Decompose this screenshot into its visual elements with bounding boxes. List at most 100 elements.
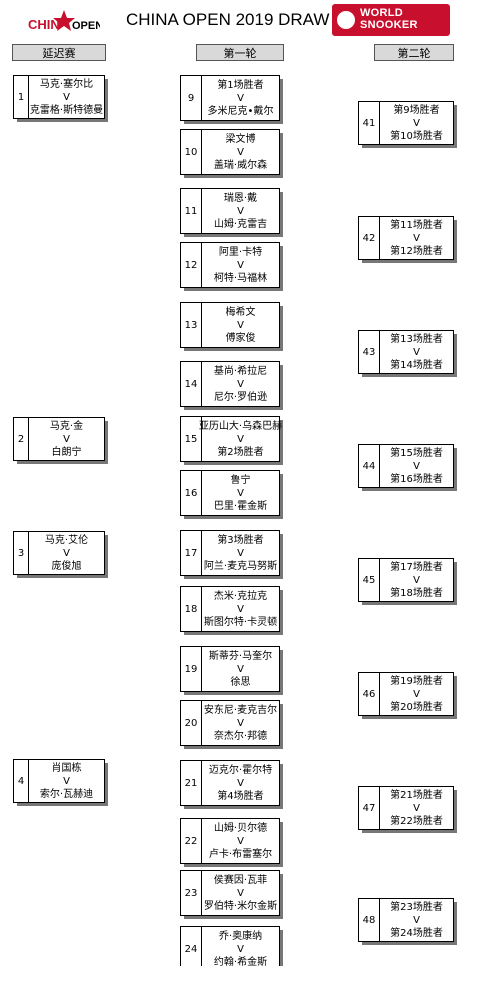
versus-label: V [237, 92, 244, 104]
match-number: 19 [181, 647, 202, 691]
versus-label: V [63, 91, 70, 103]
match-box-shadow [184, 192, 283, 237]
match-number: 21 [181, 761, 202, 805]
match-box-shadow [17, 79, 108, 122]
player-one: 基尚·希拉尼 [213, 365, 268, 377]
versus-label: V [63, 775, 70, 787]
match-box-shadow [362, 676, 457, 719]
match-number: 14 [181, 362, 202, 406]
player-two: 第4场胜者 [217, 790, 264, 802]
match-number: 12 [181, 243, 202, 287]
match-box-shadow [184, 822, 283, 867]
player-two: 傅家俊 [225, 332, 256, 344]
match-number: 3 [14, 532, 29, 574]
match-number: 46 [359, 673, 380, 715]
player-two: 庞俊旭 [51, 560, 82, 572]
player-one: 瑞恩·戴 [223, 192, 258, 204]
player-one: 第3场胜者 [217, 534, 264, 546]
china-open-logo-svg: CHIN OPEN [28, 10, 103, 32]
player-two: 第2场胜者 [217, 446, 264, 458]
column-header-round1: 第一轮 [196, 44, 284, 61]
match-number: 16 [181, 471, 202, 515]
player-one: 第19场胜者 [390, 675, 443, 687]
match-number: 13 [181, 303, 202, 347]
match-number: 48 [359, 899, 380, 941]
match-box-shadow [362, 105, 457, 148]
match-box-shadow [184, 534, 283, 579]
player-one: 第17场胜者 [390, 561, 443, 573]
match-number: 24 [181, 927, 202, 971]
player-one: 乔·奥康纳 [218, 930, 263, 942]
player-two: 约翰·希金斯 [213, 956, 268, 968]
player-one: 阿里·卡特 [218, 246, 263, 258]
versus-label: V [413, 232, 420, 244]
match-number: 10 [181, 130, 202, 174]
player-two: 盖瑞·威尔森 [213, 159, 268, 171]
match-box-shadow [184, 365, 283, 410]
match-number: 42 [359, 217, 380, 259]
versus-label: V [237, 887, 244, 899]
match-box-shadow [17, 421, 108, 464]
match-number: 20 [181, 701, 202, 745]
player-two: 多米尼克•戴尔 [207, 105, 274, 117]
versus-label: V [237, 943, 244, 955]
match-number: 1 [14, 76, 29, 118]
match-box-shadow [184, 133, 283, 178]
match-number: 22 [181, 819, 202, 863]
versus-label: V [237, 146, 244, 158]
versus-label: V [237, 205, 244, 217]
match-box-shadow [362, 562, 457, 605]
player-two: 巴里·霍金斯 [213, 500, 268, 512]
versus-label: V [237, 547, 244, 559]
match-box-shadow [184, 474, 283, 519]
player-two: 白朗宁 [51, 446, 82, 458]
player-two: 第12场胜者 [390, 245, 443, 257]
player-one: 马克·金 [49, 420, 84, 432]
player-one: 第9场胜者 [393, 104, 440, 116]
player-one: 第15场胜者 [390, 447, 443, 459]
player-one: 侯赛因·瓦菲 [213, 874, 268, 886]
player-two: 山姆·克雷吉 [213, 218, 268, 230]
player-two: 徐思 [230, 676, 251, 688]
versus-label: V [413, 460, 420, 472]
match-number: 47 [359, 787, 380, 829]
versus-label: V [413, 688, 420, 700]
player-one: 杰米·克拉克 [213, 590, 268, 602]
match-box-shadow [184, 874, 283, 919]
match-box-shadow [184, 246, 283, 291]
match-number: 17 [181, 531, 202, 575]
player-two: 第16场胜者 [390, 473, 443, 485]
versus-label: V [237, 319, 244, 331]
match-number: 2 [14, 418, 29, 460]
versus-label: V [237, 433, 244, 445]
match-number: 15 [181, 417, 202, 461]
